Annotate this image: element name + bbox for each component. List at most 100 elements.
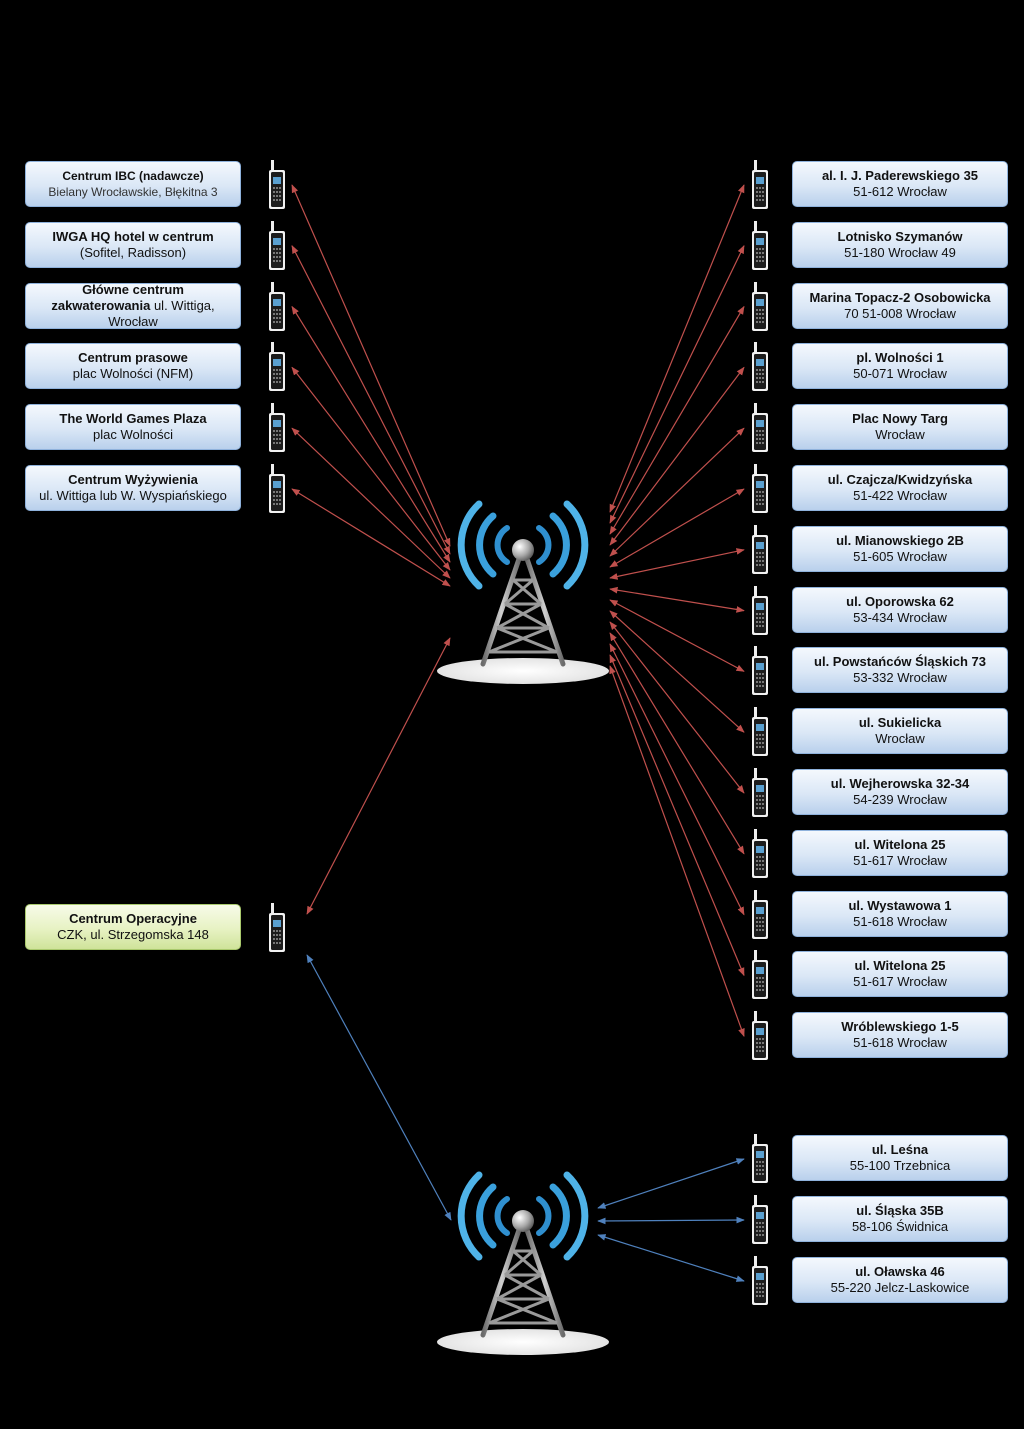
node-line-2-rest: ul. Wittiga, bbox=[150, 297, 215, 313]
radio-terminal-icon bbox=[752, 403, 768, 453]
node-line-2: plac Wolności bbox=[93, 427, 173, 443]
node-line-2: zakwaterowania ul. Wittiga, bbox=[51, 298, 214, 314]
node-line-1: Marina Topacz-2 Osobowicka bbox=[809, 289, 991, 305]
red-link-arrow bbox=[291, 488, 451, 587]
radio-terminal-icon bbox=[752, 1134, 768, 1183]
node-line-2: 55-220 Jelcz-Laskowice bbox=[830, 1280, 970, 1295]
node-line-1: Główne centrum bbox=[82, 281, 184, 297]
node-line-2: 55-100 Trzebnica bbox=[849, 1158, 951, 1173]
regional-tower-icon bbox=[437, 1175, 609, 1355]
node-line-2: Wrocław bbox=[875, 427, 925, 443]
radio-terminal-icon bbox=[269, 220, 285, 270]
node-line-1: Wróblewskiego 1-5 bbox=[841, 1019, 959, 1035]
node-line-1: pl. Wolności 1 bbox=[856, 350, 944, 366]
red-link-arrow bbox=[291, 305, 451, 563]
node-line-2: 50-071 Wrocław bbox=[853, 366, 947, 382]
node-line-2: 51-617 Wrocław bbox=[853, 974, 947, 990]
node-line-1: Plac Nowy Targ bbox=[852, 411, 948, 427]
node-line-2: 51-617 Wrocław bbox=[853, 852, 947, 868]
node-line-2: 58-106 Świdnica bbox=[851, 1219, 949, 1234]
red-link-arrow bbox=[609, 665, 745, 1037]
blue-link-arrow bbox=[597, 1216, 745, 1225]
red-link-arrow bbox=[609, 610, 745, 733]
radio-terminal-icon bbox=[269, 903, 285, 952]
radio-terminal-icon bbox=[269, 342, 285, 392]
node-line-2: CZK, ul. Strzegomska 148 bbox=[57, 927, 209, 942]
node-line-2: 51-618 Wrocław bbox=[853, 913, 947, 929]
node-line-2: Bielany Wrocławskie, Błękitna 3 bbox=[48, 185, 218, 199]
red-link-arrow bbox=[306, 637, 451, 915]
radio-terminal-icon bbox=[752, 220, 768, 270]
node-line-1: ul. Wejherowska 32-34 bbox=[830, 776, 970, 791]
red-link-arrow bbox=[609, 599, 745, 672]
left-node-box: IWGA HQ hotel w centrum(Sofitel, Radisso… bbox=[25, 221, 241, 268]
red-link-arrow bbox=[291, 245, 451, 555]
node-line-2: 51-618 Wrocław bbox=[853, 1035, 947, 1051]
node-line-1: ul. Leśna bbox=[871, 1142, 929, 1157]
red-link-arrow bbox=[609, 548, 745, 580]
node-line-2: plac Wolności (NFM) bbox=[72, 366, 194, 382]
node-line-1: ul. Witelona 25 bbox=[854, 836, 946, 852]
red-link-arrow bbox=[609, 427, 745, 557]
radio-terminal-icon bbox=[269, 403, 285, 453]
node-line-2: 51-612 Wrocław bbox=[853, 184, 947, 199]
node-line-1: ul. Wystawowa 1 bbox=[848, 897, 952, 913]
node-line-2: 70 51-008 Wrocław bbox=[844, 305, 956, 321]
node-line-2: 53-434 Wrocław bbox=[853, 609, 947, 625]
radio-terminal-icon bbox=[752, 281, 768, 331]
red-link-arrow bbox=[609, 654, 745, 977]
node-line-1: ul. Witelona 25 bbox=[854, 958, 946, 974]
radio-terminal-icon bbox=[269, 464, 285, 513]
radio-terminal-icon bbox=[752, 160, 768, 209]
radio-terminal-icon bbox=[752, 1011, 768, 1061]
red-link-arrow bbox=[291, 184, 451, 547]
node-line-1: The World Games Plaza bbox=[59, 411, 207, 427]
node-line-2: Wrocław bbox=[875, 731, 925, 747]
red-link-arrow bbox=[609, 621, 745, 794]
blue-link-arrow bbox=[597, 1158, 745, 1209]
red-link-arrow bbox=[609, 184, 745, 513]
node-line-1: ul. Czajcza/Kwidzyńska bbox=[827, 472, 973, 487]
node-line-2: ul. Wittiga lub W. Wyspiańskiego bbox=[39, 488, 227, 503]
radio-terminal-icon bbox=[269, 281, 285, 331]
red-link-arrow bbox=[291, 366, 451, 571]
node-line-2: 54-239 Wrocław bbox=[853, 792, 947, 807]
radio-terminal-icon bbox=[752, 585, 768, 635]
node-line-1: ul. Mianowskiego 2B bbox=[836, 532, 964, 548]
radio-terminal-icon bbox=[752, 889, 768, 939]
radio-terminal-icon bbox=[752, 1256, 768, 1305]
node-line-1: Centrum IBC (nadawcze) bbox=[62, 169, 204, 183]
radio-terminal-icon bbox=[752, 342, 768, 392]
node-line-1: ul. Sukielicka bbox=[858, 715, 942, 731]
node-line-1: ul. Śląska 35B bbox=[856, 1203, 944, 1218]
blue-link-arrow bbox=[597, 1234, 745, 1282]
red-link-arrow bbox=[609, 245, 745, 524]
node-line-1: al. I. J. Paderewskiego 35 bbox=[821, 168, 979, 183]
node-line-1: ul. Oporowska 62 bbox=[846, 593, 954, 609]
radio-terminal-icon bbox=[752, 768, 768, 817]
node-line-2: 51-422 Wrocław bbox=[853, 488, 947, 503]
blue-link-arrow bbox=[306, 954, 452, 1221]
radio-terminal-icon bbox=[752, 1195, 768, 1244]
node-line-2-bold: zakwaterowania bbox=[51, 297, 151, 313]
node-line-1: Centrum prasowe bbox=[78, 350, 188, 366]
node-line-1: Centrum Wyżywienia bbox=[68, 472, 198, 487]
node-line-1: Lotnisko Szymanów bbox=[837, 228, 963, 244]
